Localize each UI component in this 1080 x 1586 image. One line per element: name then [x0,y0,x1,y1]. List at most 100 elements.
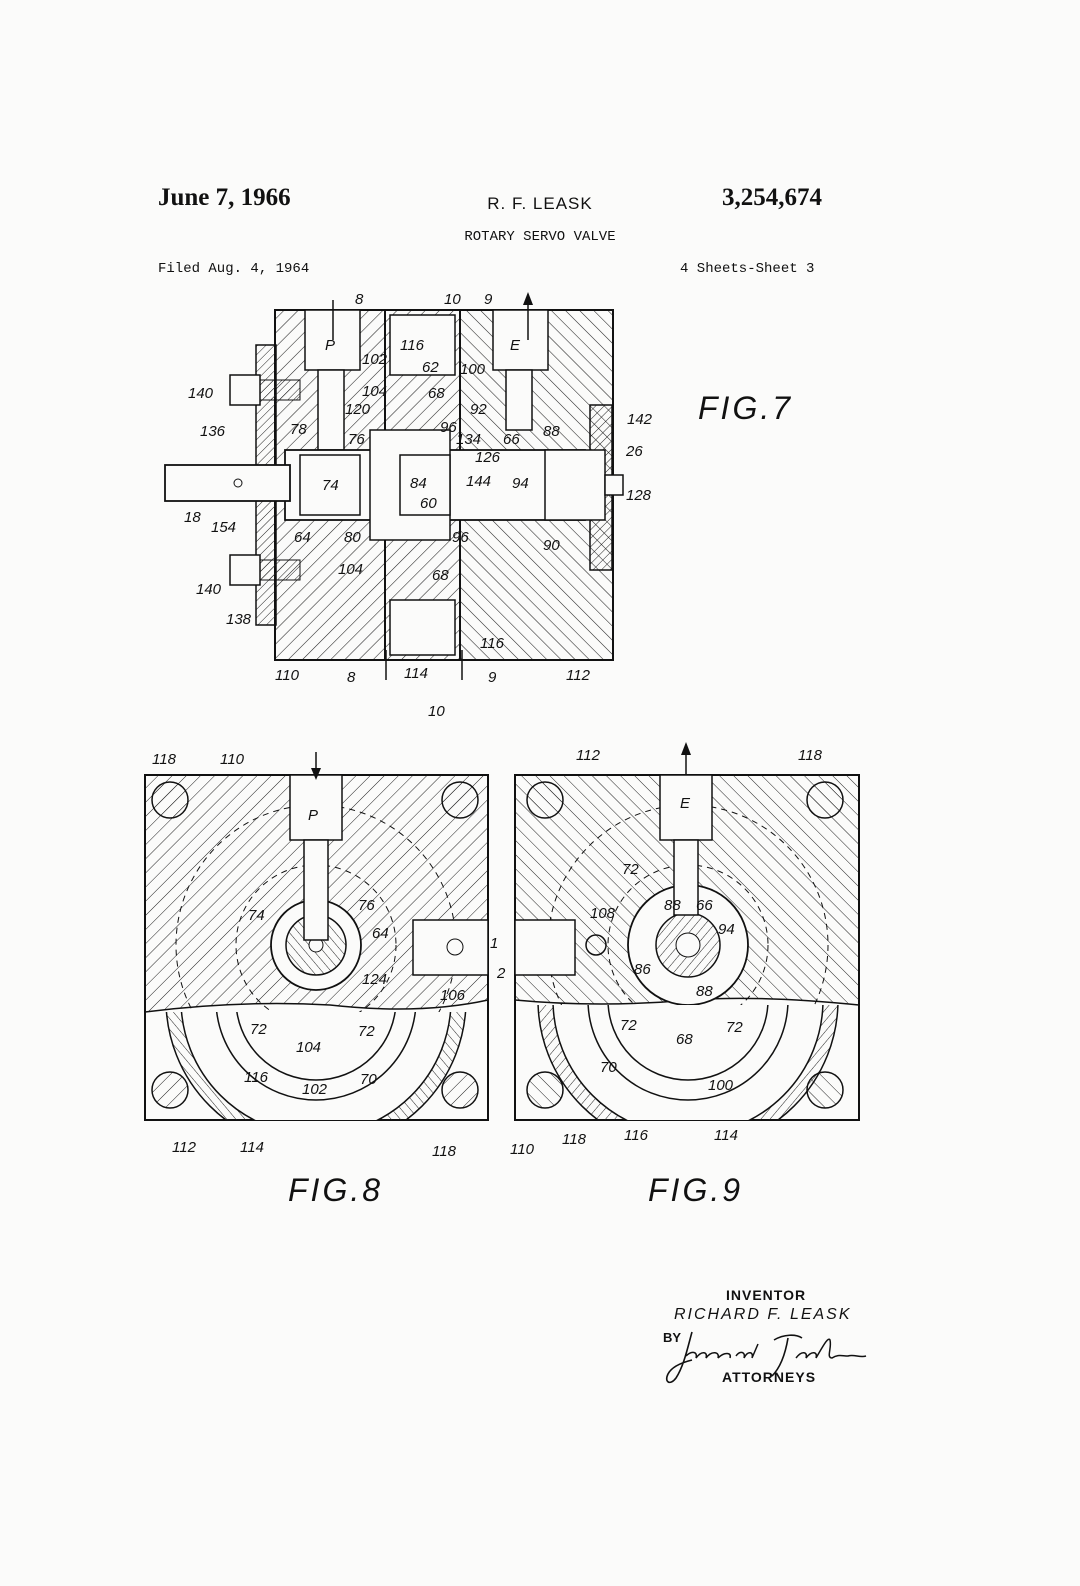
fig8-drawing: 118 110 P 76 74 64 124 106 1 72 72 104 1… [144,751,498,1160]
fig7-ref-84: 84 [410,475,427,492]
filed-date: Filed Aug. 4, 1964 [158,261,310,277]
fig9-ref-116: 116 [624,1127,649,1144]
fig7-ref-104-top: 104 [362,383,387,400]
fig7-ref-94: 94 [512,475,529,492]
fig7-ref-142: 142 [627,411,653,428]
fig7-ref-128: 128 [626,487,652,504]
fig8-ref-1: 1 [490,935,498,952]
fig7-ref-9-top: 9 [484,291,493,308]
fig8-ref-64: 64 [372,925,389,942]
fig7-ref-62: 62 [422,359,439,376]
fig9-drawing: 112 118 E 72 108 88 66 94 2 86 88 72 68 … [496,742,860,1158]
fig9-ref-72-right: 72 [726,1019,743,1036]
fig7-ref-64: 64 [294,529,311,546]
fig9-ref-72-left: 72 [620,1017,637,1034]
fig7-port-e: E [510,337,521,354]
fig7-ref-92: 92 [470,401,487,418]
fig7-ref-96-bottom: 96 [452,529,469,546]
fig7-ref-120: 120 [345,401,371,418]
fig7-ref-96-top: 96 [440,419,457,436]
fig7-label: FIG.7 [698,390,794,426]
fig9-ref-112: 112 [576,747,601,764]
fig7-ref-76: 76 [348,431,365,448]
fig8-ref-118-top: 118 [152,751,177,768]
fig9-ref-2: 2 [496,965,506,982]
attorneys-label: ATTORNEYS [722,1369,817,1385]
fig9-ref-86: 86 [634,961,651,978]
fig9-ref-72-top: 72 [622,861,639,878]
fig7-ref-90: 90 [543,537,560,554]
sheet-count: 4 Sheets-Sheet 3 [680,261,815,277]
fig8-ref-112: 112 [172,1139,197,1156]
fig8-ref-76: 76 [358,897,375,914]
fig7-ref-112: 112 [566,667,591,684]
fig7-ref-136: 136 [200,423,226,440]
fig7-ref-10-top: 10 [444,291,461,308]
fig7-ref-68-top: 68 [428,385,445,402]
attorney-signature [665,1331,867,1384]
fig8-ref-114: 114 [240,1139,264,1156]
fig9-port-e: E [680,795,691,812]
fig8-ref-72-left: 72 [250,1021,267,1038]
fig7-ref-100: 100 [460,361,486,378]
fig9-ref-94: 94 [718,921,735,938]
fig9-ref-70: 70 [600,1059,617,1076]
patent-date: June 7, 1966 [158,184,291,211]
fig7-ref-138: 138 [226,611,252,628]
fig7-ref-26: 26 [625,443,643,460]
fig7-port-p: P [325,337,335,354]
fig8-ref-104: 104 [296,1039,321,1056]
fig7-ref-78: 78 [290,421,307,438]
fig7-ref-140-bottom: 140 [196,581,222,598]
inventor-name: RICHARD F. LEASK [674,1306,852,1323]
fig8-port-p: P [308,807,318,824]
inventor-short-name: R. F. LEASK [487,194,593,213]
fig9-ref-100: 100 [708,1077,734,1094]
fig8-ref-110: 110 [220,751,245,768]
fig9-label: FIG.9 [648,1172,744,1208]
fig8-label: FIG.8 [288,1172,384,1208]
fig8-ref-102: 102 [302,1081,328,1098]
fig7-ref-126: 126 [475,449,501,466]
fig7-ref-144: 144 [466,473,491,490]
fig8-ref-106: 106 [440,987,466,1004]
fig7-ref-110: 110 [275,667,300,684]
fig7-ref-8-top: 8 [355,291,364,308]
patent-number: 3,254,674 [722,184,822,211]
fig8-ref-74: 74 [248,907,265,924]
fig7-ref-116-bottom: 116 [480,635,505,652]
fig7-ref-140-top: 140 [188,385,214,402]
fig9-ref-114: 114 [714,1127,738,1144]
fig7-ref-68-bottom: 68 [432,567,449,584]
fig9-ref-88-bottom: 88 [696,983,713,1000]
fig7-ref-10-bottom: 10 [428,703,445,720]
inventor-heading: INVENTOR [726,1287,807,1303]
fig9-ref-68: 68 [676,1031,693,1048]
fig7-ref-102: 102 [362,351,388,368]
fig7-ref-66: 66 [503,431,520,448]
fig9-ref-66: 66 [696,897,713,914]
fig9-ref-118-top: 118 [798,747,823,764]
fig7-drawing: 8 10 9 P E 102 116 62 100 104 68 120 92 … [164,291,653,720]
fig7-ref-9-bottom: 9 [488,669,497,686]
fig7-ref-134: 134 [456,431,481,448]
fig7-ref-88: 88 [543,423,560,440]
fig7-ref-18: 18 [184,509,201,526]
fig7-ref-74: 74 [322,477,339,494]
fig9-ref-88-top: 88 [664,897,681,914]
fig9-ref-118-bottom: 118 [562,1131,587,1148]
fig9-ref-108: 108 [590,905,616,922]
fig7-ref-154: 154 [211,519,236,536]
fig8-ref-70: 70 [360,1071,377,1088]
fig7-ref-60: 60 [420,495,437,512]
fig8-ref-72-right: 72 [358,1023,375,1040]
fig8-ref-116: 116 [244,1069,269,1086]
fig9-ref-110: 110 [510,1141,535,1158]
fig7-ref-114: 114 [404,665,428,682]
by-label: BY [663,1330,682,1345]
fig7-ref-8-bottom: 8 [347,669,356,686]
fig8-ref-124: 124 [362,971,387,988]
fig8-ref-118-bottom: 118 [432,1143,457,1160]
fig7-ref-80: 80 [344,529,361,546]
fig7-ref-116-top: 116 [400,337,425,354]
